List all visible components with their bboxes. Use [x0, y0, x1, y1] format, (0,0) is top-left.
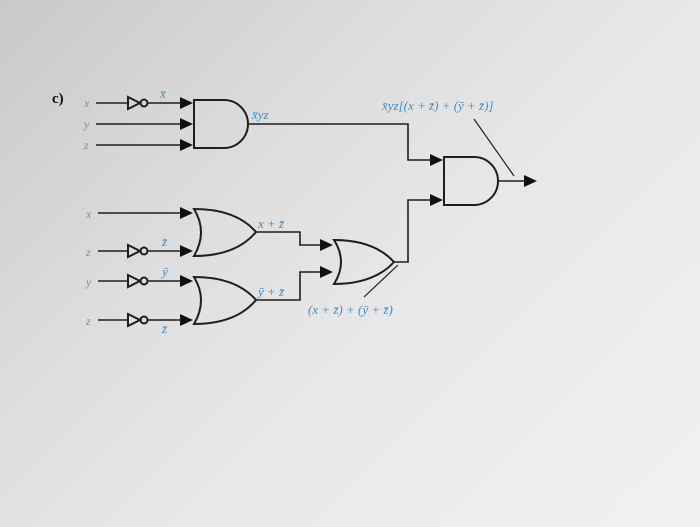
label-or1-output: x + z̄ [257, 216, 285, 231]
not-gate-z-lower [127, 312, 149, 328]
not-gate-z-upper [127, 243, 149, 259]
input-label-x-mid: x [85, 207, 92, 221]
label-or3-output: (x + z̄) + (ȳ + z̄) [308, 302, 393, 317]
arrow-icon [180, 314, 193, 326]
and-gate-final [443, 156, 499, 206]
label-and1-output: x̄yz [251, 107, 269, 122]
label-or2-output: ȳ + z̄ [256, 284, 285, 299]
arrow-icon [430, 194, 443, 206]
arrow-icon [180, 97, 193, 109]
label-z-bar-lower: z̄ [161, 321, 168, 336]
or-gate-3 [332, 238, 396, 286]
part-label: c) [52, 91, 64, 107]
arrow-icon [430, 154, 443, 166]
pointer-line-output [473, 118, 515, 177]
arrow-icon [180, 139, 193, 151]
label-final-output: x̄yz[(x + z̄) + (ȳ + z̄)] [381, 98, 494, 113]
or-gate-2 [192, 275, 258, 326]
not-gate-x [127, 95, 149, 111]
input-label-z-mid: z [85, 245, 91, 259]
wire-or1-to-or3 [256, 231, 322, 246]
output-arrow-icon [524, 175, 537, 187]
arrow-icon [320, 239, 333, 251]
input-label-z-bottom: z [85, 314, 91, 328]
input-label-x-top: x [83, 96, 90, 110]
label-z-bar-upper: z̄ [161, 234, 168, 249]
input-label-y-top: y [83, 117, 90, 131]
or-gate-1 [192, 207, 258, 258]
wire-and1-to-final [248, 123, 432, 161]
wire-or2-to-or3 [256, 271, 322, 301]
pointer-line-or3 [363, 264, 399, 298]
label-x-bar: x̄ [159, 86, 166, 101]
arrow-icon [180, 245, 193, 257]
wire-or3-to-final [394, 199, 432, 263]
arrow-icon [320, 266, 333, 278]
arrow-icon [180, 207, 193, 219]
input-label-y-mid: y [85, 275, 92, 289]
arrow-icon [180, 118, 193, 130]
not-gate-y [127, 273, 149, 289]
and-gate-1 [193, 99, 249, 149]
label-y-bar: ȳ [160, 264, 168, 279]
arrow-icon [180, 275, 193, 287]
input-label-z-top: z [83, 138, 89, 152]
